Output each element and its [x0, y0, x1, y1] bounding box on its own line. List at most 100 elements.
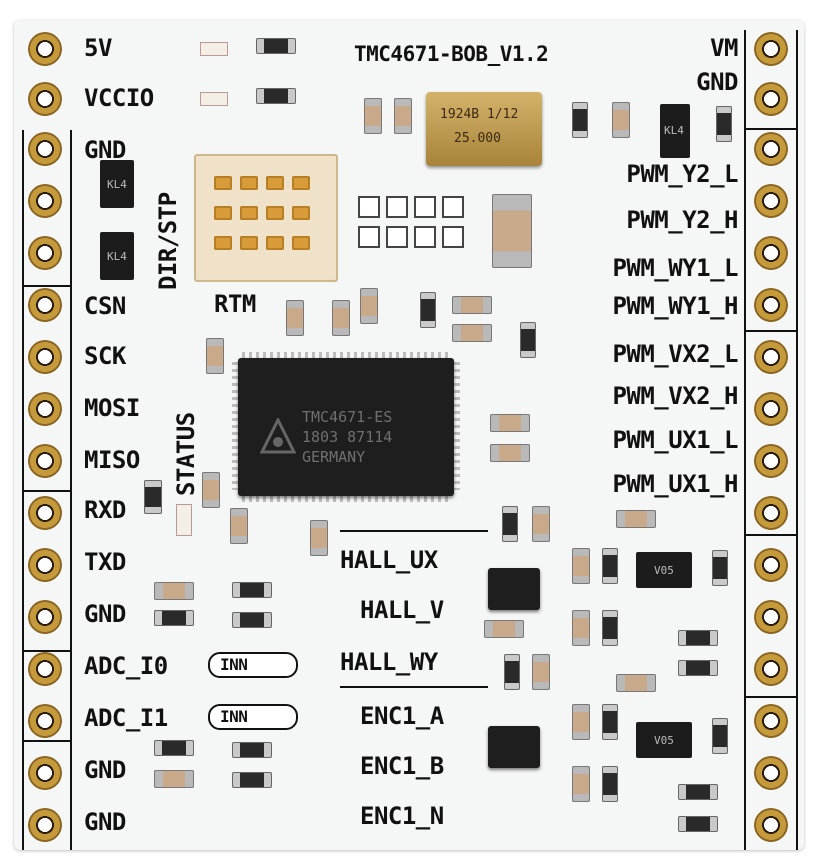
- pin-label-adc-i1: ADC_I1: [84, 704, 168, 732]
- pin-label-pwm-vx2-l: PWM_VX2_L: [612, 340, 738, 368]
- crystal-marking: 25.000: [454, 131, 501, 146]
- connector-pin: [214, 236, 232, 250]
- jumper-label: INN: [220, 655, 248, 674]
- header-pad: [754, 184, 788, 218]
- transistor-chip: [660, 104, 690, 158]
- connector-pin: [240, 236, 258, 250]
- ic-pins: [242, 496, 452, 502]
- capacitor: [492, 194, 532, 268]
- header-pad: [28, 444, 62, 478]
- pin-label-miso: MISO: [84, 446, 140, 474]
- chip-marking: 1803 87114: [302, 428, 393, 446]
- resistor: [602, 766, 618, 802]
- dir-stp-label: DIR/STP: [154, 192, 182, 290]
- resistor: [602, 610, 618, 646]
- capacitor: [364, 98, 382, 134]
- capacitor: [490, 414, 530, 432]
- led: [200, 42, 228, 56]
- header-pad: [28, 392, 62, 426]
- tvs-array-chip: [636, 722, 692, 758]
- tvs-array-chip: [636, 552, 692, 588]
- connector-pin: [266, 176, 284, 190]
- pin-label-pwm-vx2-h: PWM_VX2_H: [612, 382, 738, 410]
- connector-pin: [266, 236, 284, 250]
- resistor: [678, 816, 718, 832]
- resistor: [256, 88, 296, 104]
- pin-label-mosi: MOSI: [84, 394, 140, 422]
- test-pad: [358, 196, 380, 218]
- header-pad: [28, 82, 62, 116]
- resistor: [232, 582, 272, 598]
- pin-label-pwm-y2-h: PWM_Y2_H: [626, 206, 738, 234]
- capacitor: [616, 674, 656, 692]
- pin-label-sck: SCK: [84, 342, 126, 370]
- header-outline: [22, 490, 72, 492]
- pin-label-hall-wy: HALL_WY: [340, 648, 438, 676]
- capacitor: [452, 324, 492, 342]
- silk-line: [340, 686, 488, 688]
- pin-label-pwm-ux1-h: PWM_UX1_H: [612, 470, 738, 498]
- resistor: [144, 480, 162, 514]
- header-pad: [754, 340, 788, 374]
- transistor-chip: [100, 232, 134, 280]
- pin-label-hall-ux: HALL_UX: [340, 546, 438, 574]
- capacitor: [452, 296, 492, 314]
- pin-label-gnd: GND: [84, 808, 126, 836]
- connector-pin: [214, 176, 232, 190]
- header-outline: [744, 128, 798, 130]
- rtm-connector: [194, 154, 338, 282]
- board-title: TMC4671-BOB_V1.2: [354, 42, 549, 66]
- ic-pins: [454, 362, 460, 490]
- resistor: [572, 102, 588, 138]
- header-pad: [754, 32, 788, 66]
- crystal-oscillator: 1924B 1/12 25.000: [426, 92, 542, 166]
- header-pad: [754, 496, 788, 530]
- test-pad: [442, 226, 464, 248]
- capacitor: [394, 98, 412, 134]
- solder-jumper: INN: [208, 704, 298, 730]
- test-pad: [386, 196, 408, 218]
- pin-label-gnd: GND: [84, 136, 126, 164]
- pin-label-csn: CSN: [84, 292, 126, 320]
- chip-marking: KL4: [107, 178, 127, 191]
- capacitor: [572, 704, 590, 740]
- header-outline: [22, 740, 72, 742]
- header-pad: [754, 652, 788, 686]
- capacitor: [532, 654, 550, 690]
- pin-label-adc-i0: ADC_I0: [84, 652, 168, 680]
- ic-pins: [232, 362, 238, 490]
- resistor: [678, 784, 718, 800]
- connector-pin: [214, 206, 232, 220]
- header-pad: [28, 756, 62, 790]
- header-pad: [754, 82, 788, 116]
- resistor: [602, 704, 618, 740]
- pin-label-hall-v: HALL_V: [360, 596, 444, 624]
- pin-label-5v: 5V: [84, 34, 112, 62]
- header-pad: [28, 132, 62, 166]
- pin-label-pwm-ux1-l: PWM_UX1_L: [612, 426, 738, 454]
- header-pad: [754, 548, 788, 582]
- pcb-board: TMC4671-BOB_V1.2 5V VCCIO GND CSN SCK MO…: [14, 20, 804, 850]
- header-pad: [28, 704, 62, 738]
- capacitor: [484, 620, 524, 638]
- resistor: [154, 740, 194, 756]
- chip-marking: V05: [654, 564, 674, 577]
- test-pad: [386, 226, 408, 248]
- chip-marking: GERMANY: [302, 448, 366, 466]
- header-pad: [28, 548, 62, 582]
- header-pad: [754, 600, 788, 634]
- header-pad: [28, 496, 62, 530]
- resistor: [232, 742, 272, 758]
- chip-marking: V05: [654, 734, 674, 747]
- header-pad: [28, 340, 62, 374]
- ic-pins: [242, 352, 452, 358]
- logic-chip: [488, 568, 540, 610]
- connector-pin: [240, 176, 258, 190]
- capacitor: [230, 508, 248, 544]
- resistor: [520, 322, 536, 358]
- resistor: [256, 38, 296, 54]
- chip-marking: TMC4671-ES: [302, 408, 393, 426]
- capacitor: [202, 472, 220, 508]
- header-pad: [28, 288, 62, 322]
- header-outline: [744, 534, 798, 536]
